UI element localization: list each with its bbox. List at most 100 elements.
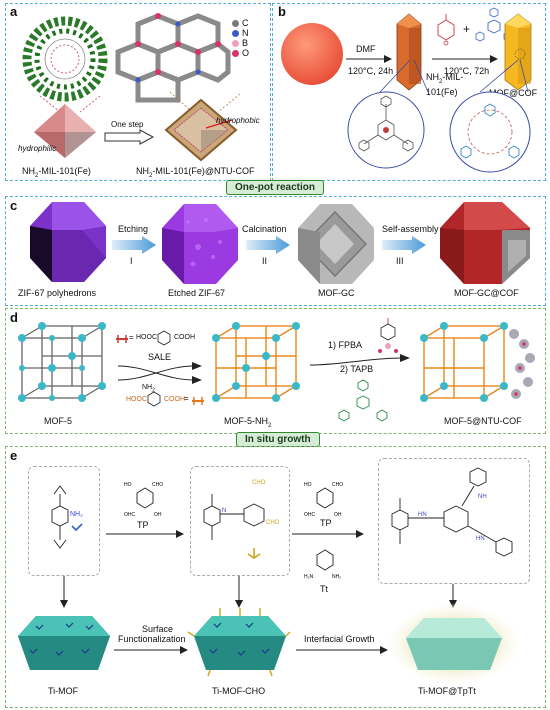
svg-text:HN: HN [476,536,485,542]
zoom-connector-lines [379,59,529,93]
etching-arrow [112,236,156,254]
panel-a-frame [5,3,271,181]
caption-ti-mof-tptt: Ti-MOF@TpTt [418,686,476,696]
caption-ti-mof: Ti-MOF [48,686,79,696]
ti-mof-linker-structure: NH₂ [51,485,83,549]
svg-text:OH: OH [154,512,162,518]
ti-mof-tptt-crystal [388,604,520,684]
calcination-label: Calcination [242,224,287,234]
svg-text:HO: HO [124,482,132,488]
panel-e-label: e [10,448,18,463]
one-pot-reaction-banner: One-pot reaction [226,180,325,195]
ti-mof-cho-linker-box [190,466,290,576]
svg-text:CHO: CHO [332,482,343,488]
surface-label-2: Functionalization [118,634,186,644]
panel-c-label: c [10,198,18,213]
caption-mof-5-nh2: MOF-5-NH2 [224,416,272,429]
tp-label-2: TP [320,518,332,528]
ntu-cof-network [115,13,231,103]
down-arrow-1 [60,576,68,608]
svg-text:NH: NH [478,494,487,500]
yellow-hexagonal-rod [504,13,532,91]
linker-2-nh2: NH2 [142,384,155,394]
step1-arrow [346,55,392,63]
mof-gc-at-cof [440,202,530,284]
step1-conditions: 120°C, 24h [348,66,394,76]
linker-1-eq: = [129,333,134,342]
legend-dot-b [232,40,239,47]
caption-mof-5-ntu-cof: MOF-5@NTU-COF [444,416,522,426]
etching-label: Etching [118,224,149,234]
linker-2-ring [147,391,161,407]
panel-c-frame [5,196,546,306]
panel-b-label: b [278,4,286,19]
hydrophilic-label: hydrophilic [18,144,57,153]
legend-o: O [242,48,250,58]
orange-hexagonal-rod [396,13,422,91]
fpba-reagent-structure [437,14,455,46]
linker-2-hooc: HOOC [126,396,147,403]
linker-2-eq: = [184,394,189,403]
mof-5-ntu-cof-framework [420,322,535,402]
panel-d-label: d [10,310,18,325]
svg-text:OHC: OHC [124,512,136,518]
step2-arrow [432,55,498,63]
svg-text:OHC: OHC [304,512,316,518]
legend-c: C [242,18,249,28]
mil-101-cof-octahedron [164,91,241,162]
tp-structure-1: HO CHO OHC OH [124,482,163,518]
in-situ-growth-banner: In situ growth [236,432,320,447]
ti-mof-tptt-linker-box [378,458,530,584]
ti-mof-crystal [18,616,110,670]
label-nh2-mil-101-fe: NH2-MIL- 101(Fe) [426,72,464,97]
sale-label: SALE [148,352,172,362]
step2-conditions: 120°C, 72h [444,66,490,76]
step-2-tapb: 2) TAPB [340,364,374,374]
down-arrow-3 [449,584,457,608]
linker-2-icon [192,397,204,405]
cof-ring-zoom-circle [449,91,531,173]
caption-etched-zif-67: Etched ZIF-67 [168,288,226,298]
orange-sphere [281,23,343,85]
caption-mof-5: MOF-5 [44,416,72,426]
ti-mof-cho-linker-structure: CHO CHO N [203,480,280,559]
calcination-step-number: II [262,256,268,266]
tt-structure: H₂N NH₂ [304,549,341,580]
legend-dot-o [232,50,239,57]
hydrophobic-label: hydrophobic [216,116,260,125]
caption-nh2-mil-101: NH2-MIL-101(Fe) [22,166,91,179]
fpba-structure [378,318,398,353]
step-arrow-1 [106,530,184,538]
legend-dot-n [232,30,239,37]
svg-text:HO: HO [304,482,312,488]
label-mof-at-cof: MOF@COF [489,88,538,98]
self-assembly-arrow [382,236,426,254]
caption-mof-gc: MOF-GC [318,288,355,298]
ti-mof-linker-box [28,466,100,576]
mil-101-cage-structure [22,16,108,102]
caption-nh2-mil-101-ntu-cof: NH2-MIL-101(Fe)@NTU-COF [136,166,255,179]
svg-text:NH₂: NH₂ [70,511,83,518]
surface-functionalization-arrow [114,646,188,654]
svg-text:CHO: CHO [152,482,163,488]
svg-text:CHO: CHO [266,520,280,526]
one-step-arrow [104,129,155,145]
mil-101-octahedron [34,95,101,158]
caption-mof-gc-at-cof: MOF-GC@COF [454,288,519,298]
svg-text:OH: OH [334,512,342,518]
mof-structure-zoom-circle [347,91,425,169]
legend-n: N [242,28,249,38]
caption-zif-67-polyhedrons: ZIF-67 polyhedrons [18,288,97,298]
linker-2-cooh: COOH [164,396,185,403]
tt-label: Tt [320,584,328,594]
interfacial-growth-label: Interfacial Growth [304,634,375,644]
one-step-label: One step [111,120,144,129]
interfacial-growth-arrow [296,646,388,654]
step-arrow-2 [292,530,364,538]
svg-text:N: N [222,508,226,514]
legend-dot-c [232,20,239,27]
surface-label-1: Surface [142,624,174,634]
tp-structure-2: HO CHO OHC OH [304,482,343,518]
linker-1-cooh: COOH [174,334,195,341]
step-1-fpba: 1) FPBA [328,340,363,350]
